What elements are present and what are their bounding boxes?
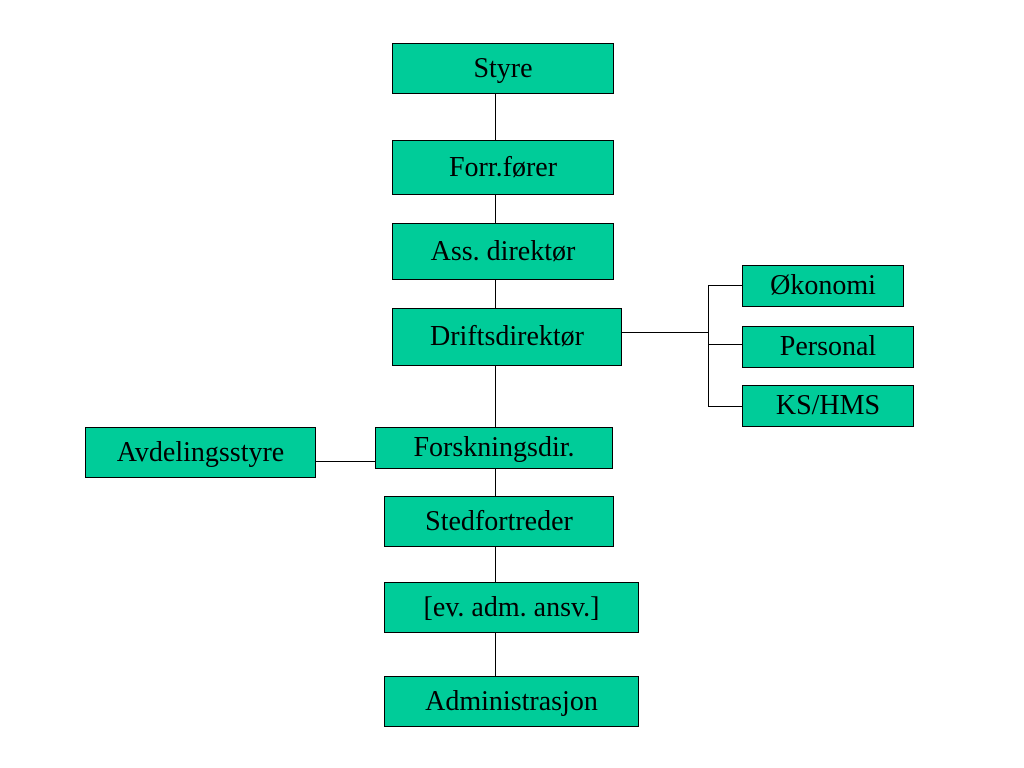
node-label: Økonomi xyxy=(770,270,876,301)
node-ks-hms: KS/HMS xyxy=(742,385,914,427)
node-forr-forer: Forr.fører xyxy=(392,140,614,195)
node-ass-direktor: Ass. direktør xyxy=(392,223,614,280)
node-label: KS/HMS xyxy=(775,390,881,421)
node-label: Avdelingsstyre xyxy=(116,436,285,468)
node-stedfortreder: Stedfortreder xyxy=(384,496,614,547)
node-forskningsdir: Forskningsdir. xyxy=(375,427,613,469)
node-label: Administrasjon xyxy=(425,685,598,717)
node-label: Stedfortreder xyxy=(425,505,573,537)
node-styre: Styre xyxy=(392,43,614,94)
node-label: Forskningsdir. xyxy=(413,432,575,463)
node-ev-adm-ansv: [ev. adm. ansv.] xyxy=(384,582,639,633)
node-okonomi: Økonomi xyxy=(742,265,904,307)
node-driftsdirektor: Driftsdirektør xyxy=(392,308,622,366)
node-label: Ass. direktør xyxy=(430,235,576,267)
node-label: Styre xyxy=(473,52,533,84)
node-label: Personal xyxy=(779,331,877,362)
node-label: [ev. adm. ansv.] xyxy=(423,591,600,623)
node-label: Driftsdirektør xyxy=(430,321,584,352)
node-administrasjon: Administrasjon xyxy=(384,676,639,727)
node-label: Forr.fører xyxy=(448,151,558,183)
node-avdelingsstyre: Avdelingsstyre xyxy=(85,427,316,478)
node-personal: Personal xyxy=(742,326,914,368)
